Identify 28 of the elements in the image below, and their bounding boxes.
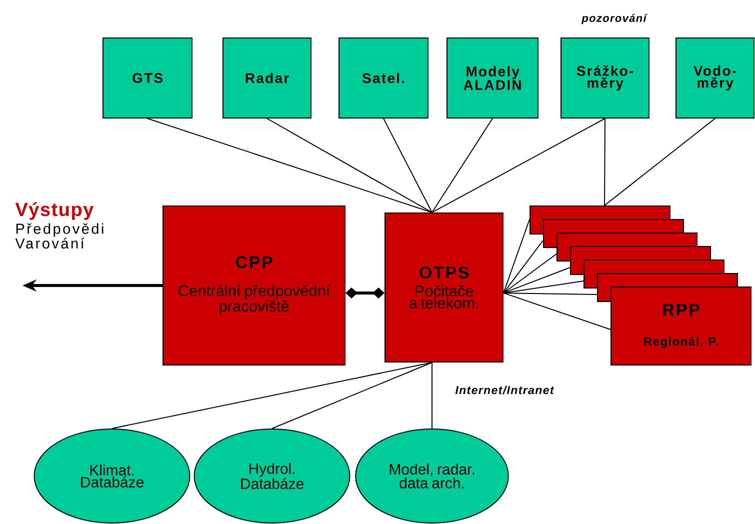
connector-line bbox=[272, 362, 432, 429]
source-box: Radar bbox=[222, 38, 312, 118]
connector-line bbox=[432, 118, 606, 213]
source-box: Srážko- měry bbox=[560, 38, 650, 118]
hub-box: OTPS Počitače a telekom. bbox=[384, 212, 504, 362]
connector-line bbox=[503, 219, 530, 294]
source-box: Vodo- měry bbox=[676, 38, 754, 118]
connector-line bbox=[503, 267, 570, 294]
connector-line bbox=[604, 118, 606, 206]
connector-line bbox=[604, 118, 716, 206]
source-box: Modely ALADIN bbox=[446, 38, 538, 118]
label-text: Internet/Intranet bbox=[455, 386, 554, 394]
label-text: Předpovědi Varování bbox=[15, 223, 104, 249]
connector-line bbox=[432, 118, 493, 213]
center-box: CPP Centrální předpovědní pracoviště bbox=[162, 206, 346, 366]
label-text: Výstupy bbox=[15, 202, 94, 220]
connector-line bbox=[266, 118, 432, 213]
connector-line bbox=[112, 362, 432, 429]
label-text: pozorování bbox=[581, 14, 648, 24]
connector-line bbox=[503, 240, 544, 294]
source-box: GTS bbox=[102, 38, 192, 118]
connector-line bbox=[503, 292, 598, 295]
connector-line bbox=[503, 292, 611, 330]
source-box: Satel. bbox=[338, 38, 428, 118]
connector-line bbox=[503, 254, 557, 294]
connector-line bbox=[503, 280, 584, 294]
connector-line bbox=[147, 118, 432, 213]
connector-line bbox=[383, 118, 432, 213]
